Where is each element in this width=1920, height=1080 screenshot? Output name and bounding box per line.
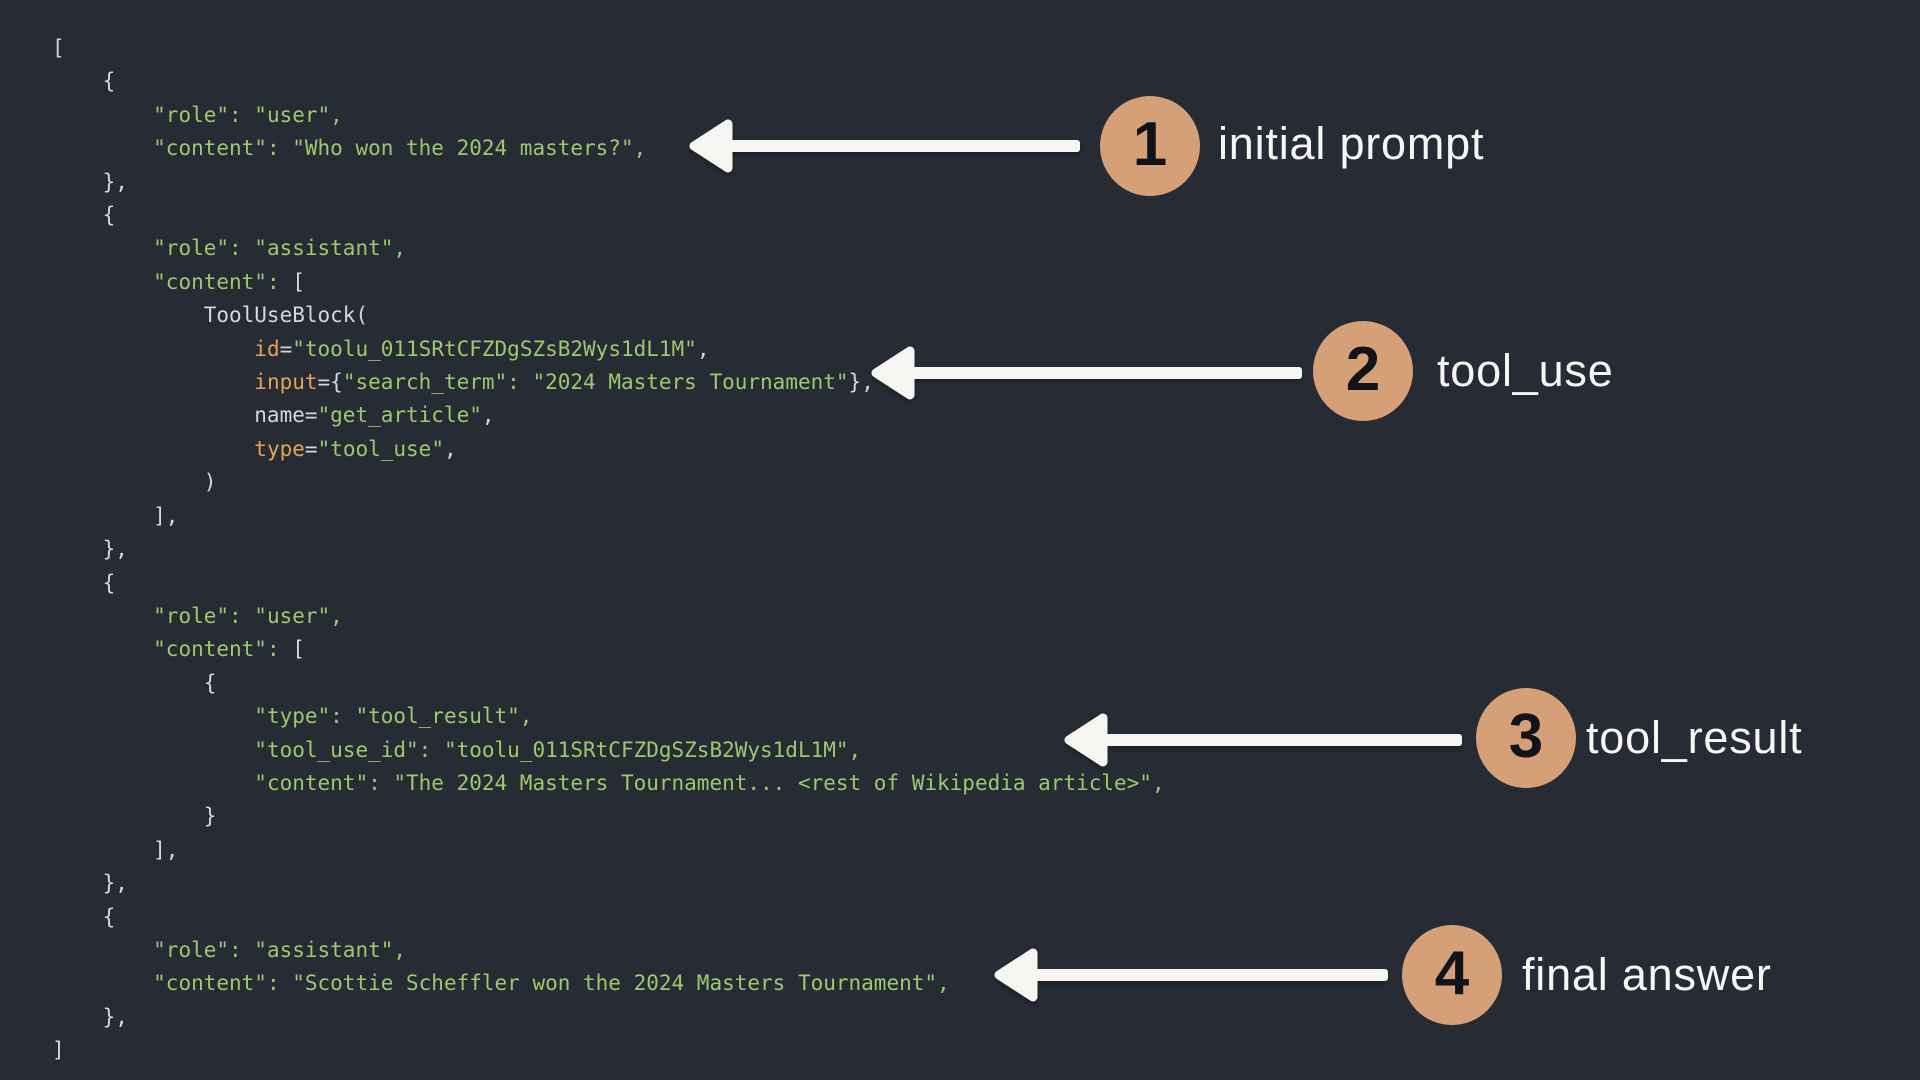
code-line: } (52, 804, 217, 829)
code-line: "tool_use_id": "toolu_011SRtCFZDgSZsB2Wy… (254, 737, 862, 762)
step-1-badge: 1 (1100, 96, 1200, 196)
step-1-number: 1 (1132, 109, 1168, 179)
code-line: "role": "user", (153, 603, 343, 628)
step-2-badge: 2 (1313, 321, 1413, 421)
code-line: "role": "assistant", (153, 236, 407, 261)
code-line: { (52, 570, 116, 595)
code-line: ) (52, 470, 217, 495)
step-3-number: 3 (1508, 701, 1544, 771)
step-2-number: 2 (1345, 334, 1381, 404)
label-initial-prompt: initial prompt (1218, 118, 1485, 169)
label-final-answer: final answer (1522, 949, 1772, 1000)
code-line: { (52, 904, 116, 929)
step-4-badge: 4 (1402, 925, 1502, 1025)
code-line: "role": "assistant", (153, 937, 407, 962)
code-line: id="toolu_011SRtCFZDgSZsB2Wys1dL1M", (254, 336, 710, 361)
step-3-badge: 3 (1476, 688, 1576, 788)
code-line: "content": "Scottie Scheffler won the 20… (153, 971, 950, 996)
code-line: [ (52, 36, 65, 60)
code-line: { (52, 203, 116, 228)
code-line: "content": "Who won the 2024 masters?", (153, 136, 647, 161)
label-tool-use: tool_use (1437, 345, 1614, 396)
step-4-number: 4 (1434, 938, 1470, 1008)
code-block: [ { "role": "user", "content": "Who won … (52, 32, 1165, 1068)
code-line: type="tool_use", (254, 436, 457, 461)
code-line: }, (52, 537, 128, 562)
code-line: "content": [ (153, 269, 305, 294)
code-line: ToolUseBlock( (52, 303, 369, 328)
code-line: { (52, 670, 217, 695)
code-line: ] (52, 1038, 65, 1063)
code-line: "type": "tool_result", (254, 704, 533, 729)
code-line: "content": "The 2024 Masters Tournament.… (254, 770, 1165, 795)
code-line: ], (52, 837, 179, 862)
code-line: }, (52, 871, 128, 896)
code-line: { (52, 69, 116, 94)
code-line: name="get_article", (52, 403, 495, 428)
code-line: "role": "user", (153, 102, 343, 127)
code-line: input={"search_term": "2024 Masters Tour… (254, 370, 874, 395)
code-line: "content": [ (153, 637, 305, 662)
label-tool-result: tool_result (1586, 712, 1803, 763)
code-line: }, (52, 169, 128, 194)
code-line: }, (52, 1004, 128, 1029)
code-line: ], (52, 503, 179, 528)
